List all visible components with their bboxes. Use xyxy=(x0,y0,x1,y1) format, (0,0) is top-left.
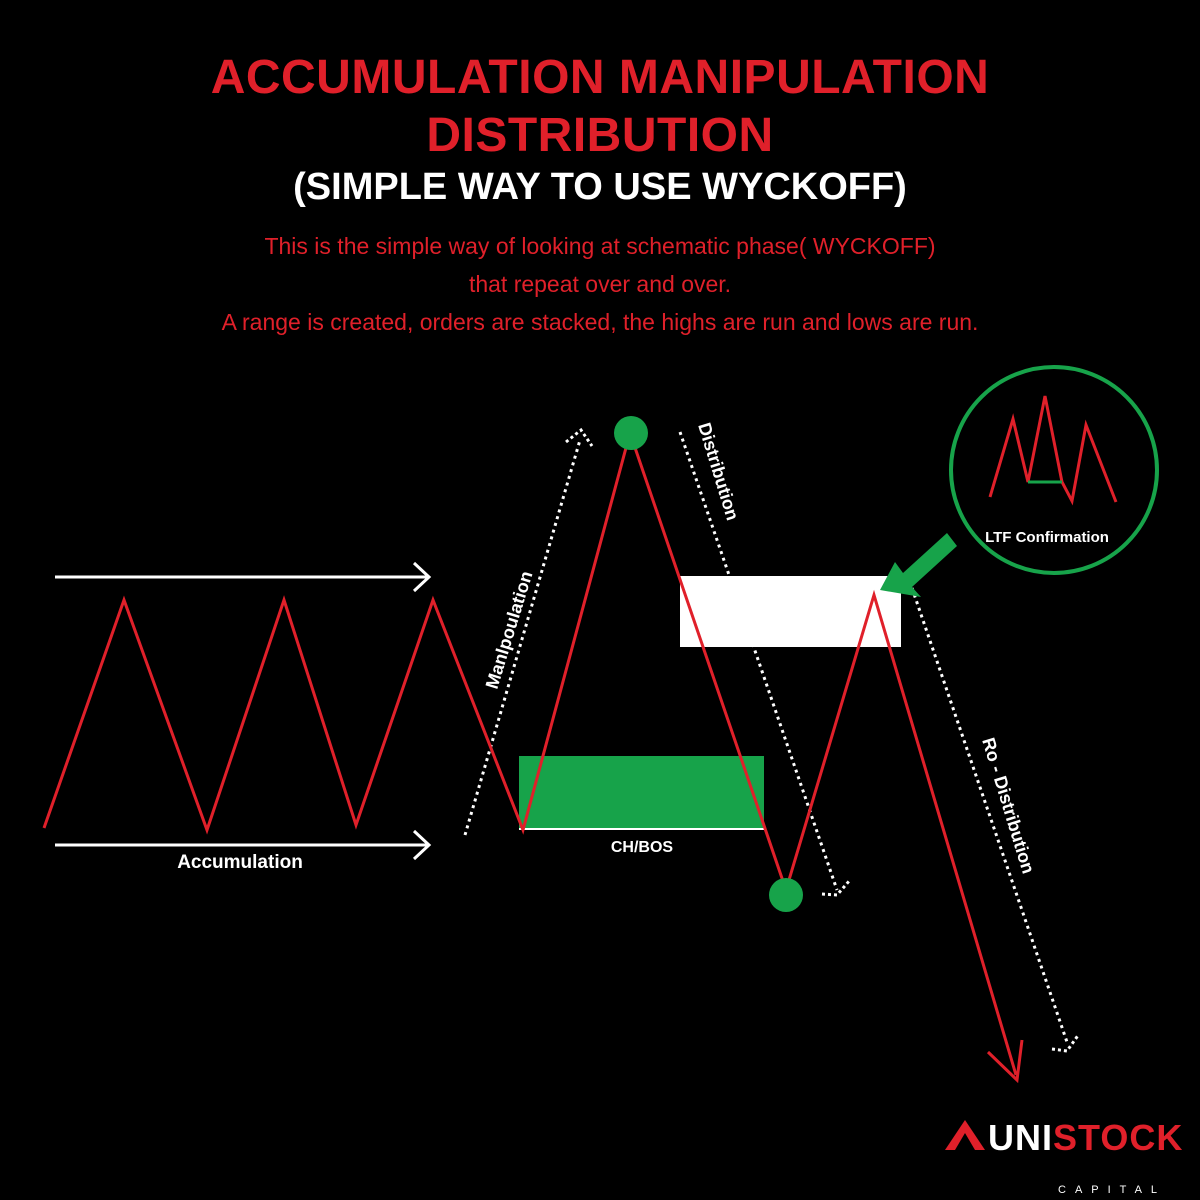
description-line-1: This is the simple way of looking at sch… xyxy=(264,233,936,259)
manipulation-dotted-arrow-icon xyxy=(463,427,594,836)
supply-zone-block xyxy=(680,576,901,647)
description-line-3: A range is created, orders are stacked, … xyxy=(221,309,979,335)
high-marker-icon xyxy=(614,416,648,450)
brand-logo: UNISTOCK xyxy=(988,1118,1183,1158)
distribution-label: Distribution xyxy=(694,420,743,522)
logo-mark-icon xyxy=(945,1120,985,1150)
logo-uni-text: UNI xyxy=(988,1117,1053,1158)
logo-subtext: CAPITAL xyxy=(1058,1184,1167,1196)
demand-zone-block xyxy=(519,756,764,829)
ltf-confirmation-circle xyxy=(949,365,1159,575)
ch-bos-label: CH/BOS xyxy=(611,839,674,856)
range-top-arrow-icon xyxy=(55,561,432,593)
redistribution-dotted-arrow-icon xyxy=(910,587,1081,1053)
low-marker-icon xyxy=(769,878,803,912)
price-path-arrow-icon xyxy=(986,1039,1024,1084)
title-line-2: DISTRIBUTION xyxy=(426,109,774,162)
ltf-confirmation-label: LTF Confirmation xyxy=(985,529,1109,546)
title-line-1: ACCUMULATION MANIPULATION xyxy=(210,51,990,104)
subtitle: (SIMPLE WAY TO USE WYCKOFF) xyxy=(293,166,907,208)
accumulation-label: Accumulation xyxy=(177,852,303,873)
pointer-arrow-icon xyxy=(880,533,957,597)
redistribution-label: Ro - Distribution xyxy=(978,735,1038,876)
description-line-2: that repeat over and over. xyxy=(468,271,732,297)
ltf-mini-pattern-icon xyxy=(988,395,1118,506)
price-path-line xyxy=(42,427,1018,1076)
manipulation-label: Manlpoulation xyxy=(482,569,537,692)
range-bottom-arrow-icon xyxy=(55,829,432,861)
logo-stock-text: STOCK xyxy=(1053,1117,1184,1158)
